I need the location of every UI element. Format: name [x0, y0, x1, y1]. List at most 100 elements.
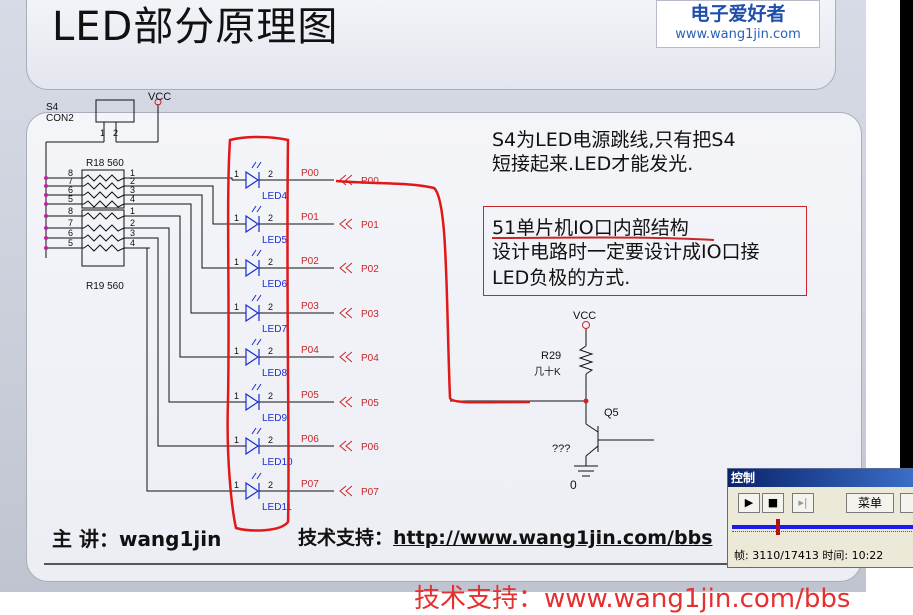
resistor-pin-left: 8: [68, 206, 73, 216]
q5-label: Q5: [604, 407, 619, 419]
resistor-pin-left: 5: [68, 194, 73, 204]
port-arrow-icon: [339, 485, 353, 497]
resistor: [83, 191, 125, 199]
resistor-pin-left: 7: [68, 218, 73, 228]
seek-knob[interactable]: [776, 519, 780, 535]
support-link[interactable]: http://www.wang1jin.com/bbs: [393, 527, 713, 549]
resistor-pin-right: 2: [130, 218, 135, 228]
q5-base-note: ???: [552, 443, 570, 455]
resistor-pin-right: 3: [130, 185, 135, 195]
led-pin1: 1: [234, 346, 239, 356]
right-edge-bar: [900, 0, 913, 470]
s4-note-line2: 短接起来.LED才能发光.: [492, 153, 694, 175]
control-title[interactable]: 控制: [728, 469, 913, 487]
led-pin1: 1: [234, 213, 239, 223]
s4-ref: S4: [46, 102, 59, 113]
port-net-label: P05: [301, 390, 319, 401]
r19-label: R19 560: [86, 281, 124, 292]
resistor-pin-right: 1: [130, 168, 135, 178]
port-pin-label: P06: [361, 442, 379, 453]
led-ref: LED11: [262, 502, 292, 513]
port-pin-label: P05: [361, 398, 379, 409]
seek-track[interactable]: [732, 525, 913, 529]
menu-button[interactable]: 菜单: [846, 493, 894, 513]
stop-button[interactable]: ■: [762, 493, 784, 513]
support-label: 技术支持：: [298, 527, 394, 549]
led-group-highlight: [226, 135, 290, 532]
io-structure-heading: 51单片机IO口内部结构: [492, 217, 689, 239]
port-arrow-icon: [339, 262, 353, 274]
resistor-pin-right: 2: [130, 176, 135, 186]
io-structure-line3: LED负极的方式.: [492, 267, 631, 289]
rnet-node: [44, 226, 48, 230]
resistor: [83, 200, 125, 208]
s4-note-line1: S4为LED电源跳线,只有把S4: [492, 129, 736, 151]
port-arrow-icon: [339, 351, 353, 363]
port-pin-label: P07: [361, 487, 379, 498]
led-symbol: [245, 436, 260, 456]
port-arrow-icon: [339, 218, 353, 230]
r29-value: 几十K: [534, 365, 561, 378]
lecturer: 主 讲：wang1jin: [52, 527, 222, 551]
extra-button[interactable]: [900, 493, 913, 513]
resistor-pin-left: 5: [68, 238, 73, 248]
port-arrow-icon: [339, 440, 353, 452]
resistor-pin-right: 3: [130, 228, 135, 238]
resistor-pin-left: 6: [68, 185, 73, 195]
port-arrow-icon: [339, 396, 353, 408]
led-pin1: 1: [234, 257, 239, 267]
led-ref: LED10: [262, 457, 293, 468]
rnet-node: [44, 176, 48, 180]
play-button[interactable]: ▶: [738, 493, 760, 513]
r18-body: [81, 169, 125, 209]
resistor-pin-left: 8: [68, 168, 73, 178]
step-button[interactable]: ▸|: [792, 493, 814, 513]
led-pin1: 1: [234, 480, 239, 490]
logo-text: 电子爱好者: [690, 3, 786, 25]
port-net-label: P04: [301, 345, 319, 356]
rnet-node: [44, 246, 48, 250]
led-symbol: [245, 303, 260, 323]
rnet-node: [44, 214, 48, 218]
vcc-right-label: VCC: [573, 310, 596, 322]
port-net-label: P07: [301, 479, 319, 490]
led-pin2: 2: [268, 480, 273, 490]
bottom-overlay-text: 技术支持：www.wang1jin.com/bbs: [414, 584, 851, 614]
vcc-top-label: VCC: [148, 91, 171, 103]
support-info: 技术支持：http://www.wang1jin.com/bbs: [298, 523, 713, 550]
resistor: [83, 174, 125, 182]
resistor: [83, 244, 125, 252]
resistor: [83, 234, 125, 242]
seek-ticks: [732, 531, 913, 538]
led-pin2: 2: [268, 169, 273, 179]
vcc-right-symbol: [582, 321, 590, 329]
led-pin2: 2: [268, 302, 273, 312]
io-structure-box: 51单片机IO口内部结构 设计电路时一定要设计成IO口接 LED负极的方式.: [483, 206, 807, 296]
port-net-label: P03: [301, 301, 319, 312]
s4-note: S4为LED电源跳线,只有把S4 短接起来.LED才能发光.: [492, 128, 736, 176]
led-pin2: 2: [268, 435, 273, 445]
rnet-node: [44, 193, 48, 197]
resistor: [83, 212, 125, 220]
r19-body: [81, 209, 125, 267]
content-panel: [26, 112, 862, 582]
port-pin-label: P00: [361, 176, 379, 187]
playback-control-window[interactable]: 控制 ▶ ■ ▸| 菜单 帧: 3110/17413 时间: 10:22: [727, 468, 913, 568]
resistor-pin-right: 4: [130, 194, 135, 204]
s4-pin2: 2: [113, 128, 118, 138]
resistor-pin-left: 7: [68, 176, 73, 186]
resistor-pin-right: 4: [130, 238, 135, 248]
slide-title: LED部分原理图: [52, 4, 339, 50]
s4-pin1: 1: [100, 128, 105, 138]
port-net-label: P01: [301, 212, 319, 223]
io-structure-text: 设计电路时一定要设计成IO口接 LED负极的方式.: [492, 239, 760, 291]
junction-dot: [583, 398, 589, 404]
led-ref: LED9: [262, 413, 287, 424]
led-symbol: [245, 347, 260, 367]
io-structure-line2: 设计电路时一定要设计成IO口接: [492, 241, 760, 263]
led-ref: LED5: [262, 235, 287, 246]
resistor: [83, 182, 125, 190]
led-symbol: [245, 170, 260, 190]
port-net-label: P02: [301, 256, 319, 267]
